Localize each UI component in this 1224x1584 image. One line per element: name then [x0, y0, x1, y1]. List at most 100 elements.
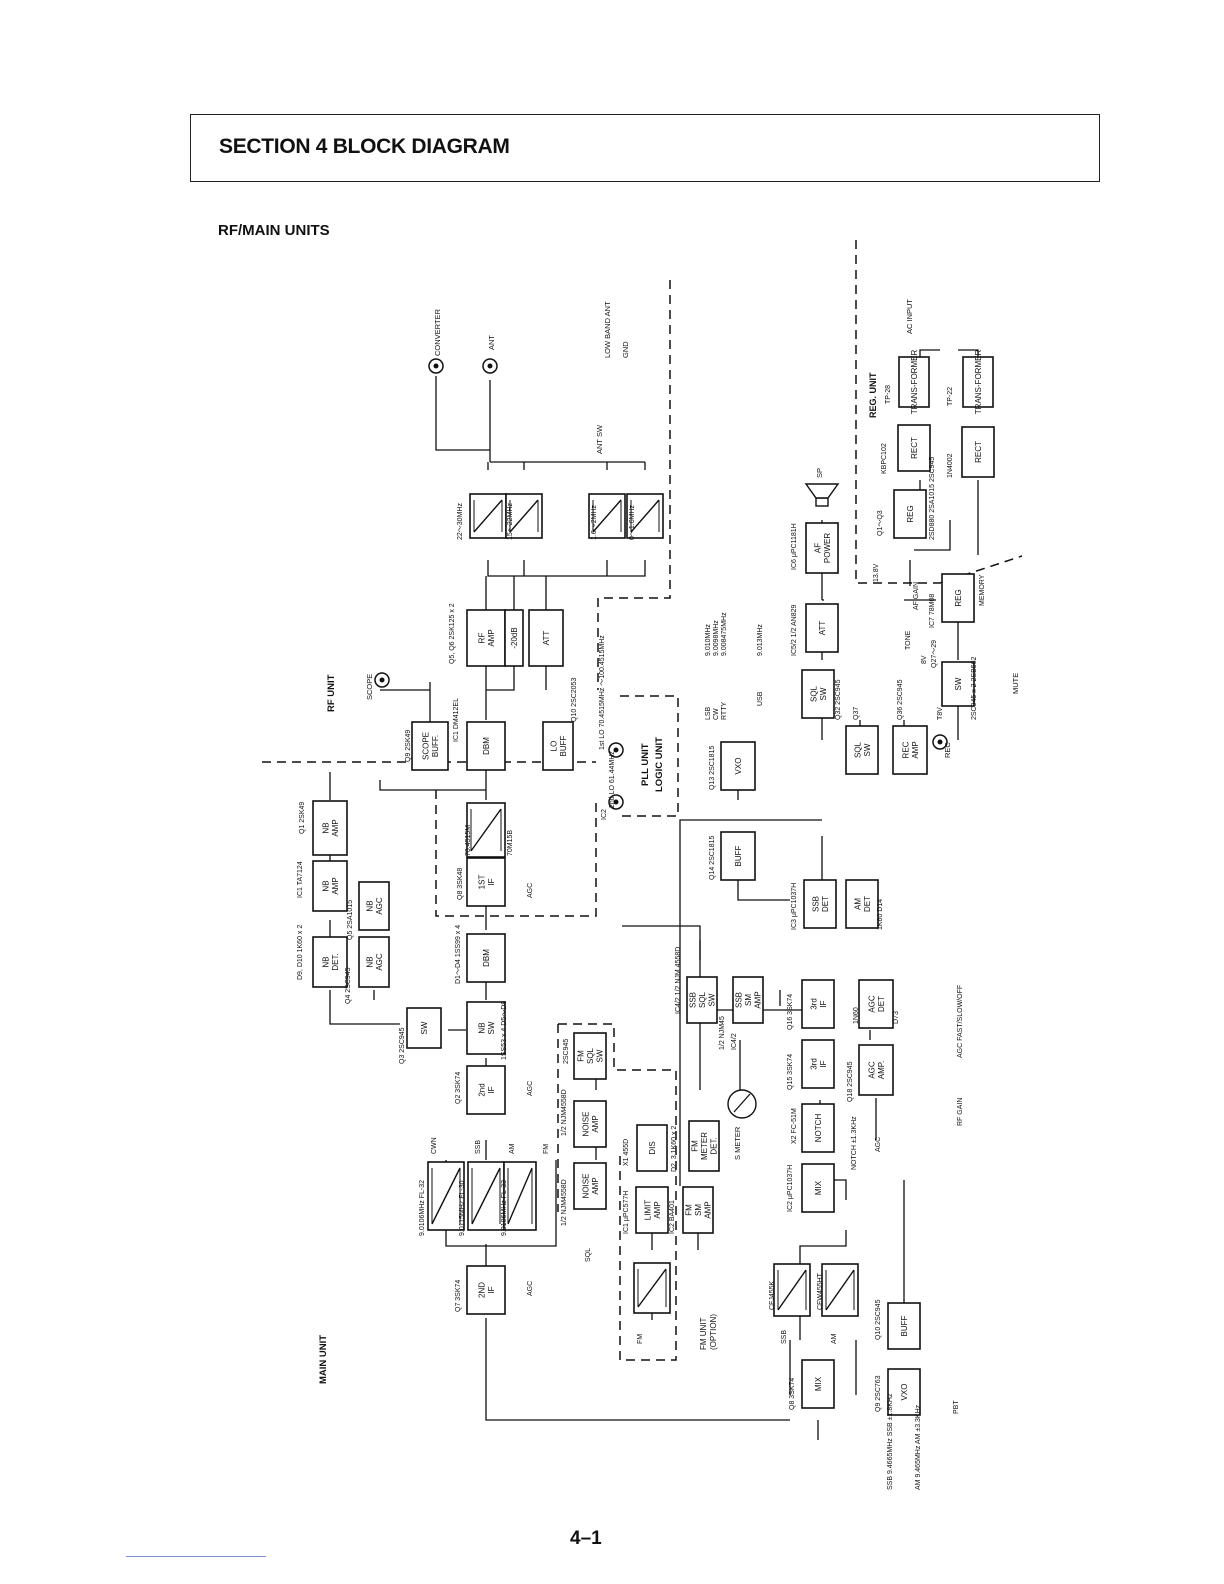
- wire: [914, 520, 951, 551]
- label-v138: 13.8V: [873, 563, 880, 582]
- block-text: RECT: [910, 437, 919, 459]
- label-f-lsb: 9.010MHz: [705, 624, 712, 656]
- label-usb: USB: [757, 691, 764, 706]
- boundary: [855, 240, 1023, 584]
- label-am-f: AM 9.465MHz AM ±3.3KHz: [915, 1404, 922, 1490]
- block-text: RF: [477, 633, 486, 644]
- block-text: NOISE: [581, 1174, 590, 1199]
- connector-jack: [482, 358, 498, 374]
- block-text: BUFF: [900, 1315, 909, 1336]
- block-text: REG: [906, 505, 915, 522]
- label-q10-buff: Q10 2SC945: [875, 1299, 882, 1340]
- block-text: DET: [877, 996, 886, 1012]
- connector-jack: [608, 794, 624, 810]
- block-text: NB: [365, 956, 374, 967]
- label-q5-nb: Q5 2SA1015: [347, 900, 354, 940]
- block-sw: SW: [406, 1007, 442, 1049]
- block-text: SQL: [698, 991, 707, 1008]
- label-low-band-ant: LOW BAND ANT: [603, 301, 612, 358]
- label-v8: 8V: [921, 655, 928, 664]
- label-q8-mix: Q8 3SK74: [789, 1378, 796, 1410]
- label-q10-lo: Q10 2SC2053: [571, 678, 578, 722]
- label-ic4-2b: IC4/2: [731, 1033, 738, 1050]
- block-text: SW: [819, 687, 828, 700]
- label-main-unit: MAIN UNIT: [318, 1335, 329, 1384]
- label-d5d6: 1SS53 x 4 D5～D8: [501, 1001, 508, 1060]
- block-text: -20dB: [510, 627, 519, 648]
- label-fm-option: (OPTION): [709, 1314, 718, 1350]
- wire: [379, 780, 486, 791]
- block-text: SW: [596, 1049, 605, 1062]
- block-text: IF: [487, 1286, 496, 1293]
- block-text: VXO: [734, 758, 743, 775]
- label-f4: 0～1.6MHz: [629, 504, 636, 540]
- block-text: FM: [685, 1204, 694, 1216]
- label-logic-unit: LOGIC UNIT: [654, 737, 665, 792]
- label-cfw: CFW455HT: [817, 1272, 824, 1310]
- label-agc: AGC: [527, 1281, 534, 1296]
- label-q9-vxo: Q9 2SC763: [875, 1375, 882, 1412]
- block-text: IF: [487, 878, 496, 885]
- block-text: 2nd: [477, 1083, 486, 1096]
- block-text: LIMIT: [643, 1200, 652, 1221]
- block-text: SW: [863, 743, 872, 756]
- s-meter-icon: [727, 1089, 757, 1119]
- wire: [486, 666, 515, 691]
- block-att-20: -20dB: [504, 609, 524, 667]
- block-text: VXO: [900, 1384, 909, 1401]
- label-d14: 1K60 D14: [877, 899, 884, 930]
- label-q4: Q4 2SC945: [345, 967, 352, 1004]
- label-x1: X1 455D: [623, 1139, 630, 1166]
- block-text: BUFF.: [431, 735, 440, 757]
- block-text: SQL: [586, 1047, 595, 1064]
- label-s-meter: S METER: [733, 1126, 742, 1160]
- label-ic1-lim: IC1 μPC577H: [623, 1191, 630, 1234]
- block-text: SQL: [809, 685, 818, 702]
- block-text: TRANS-FORMER: [910, 350, 919, 415]
- wire: [679, 819, 822, 1186]
- label-ant-sw: ANT SW: [595, 424, 604, 454]
- block-rect1: RECT: [897, 424, 931, 472]
- block-text: DBM: [482, 949, 491, 967]
- block-fl33: [503, 1161, 537, 1231]
- label-njm-a: 1/2 NJM4558D: [561, 1179, 568, 1226]
- wire: [487, 560, 646, 577]
- footer-rule: [126, 1556, 266, 1557]
- label-notch-k: NOTCH ±1.3KHz: [851, 1116, 858, 1170]
- block-trans1: TRANS-FORMER: [898, 350, 930, 415]
- label-reg-tr: 2SD880 2SA1015 2SC945: [929, 457, 936, 540]
- label-rec: REC: [943, 742, 952, 758]
- block-text: SW: [708, 993, 717, 1006]
- block-reg1: REG: [893, 489, 927, 539]
- block-fl32: [427, 1161, 465, 1231]
- label-q15: Q15 3SK74: [787, 1054, 794, 1090]
- wire: [485, 1318, 790, 1421]
- label-fm: FM: [637, 1334, 644, 1344]
- label-ssb: SSB: [475, 1140, 482, 1154]
- section-header: SECTION 4 BLOCK DIAGRAM: [190, 114, 1100, 182]
- connector-jack: [932, 734, 948, 750]
- block-att2: ATT: [805, 603, 839, 653]
- label-ant: ANT: [487, 335, 496, 350]
- block-text: AGC: [867, 995, 876, 1013]
- block-buff2: BUFF: [887, 1302, 921, 1350]
- label-q8-if: Q8 3SK48: [457, 868, 464, 900]
- block-f1: [469, 493, 507, 539]
- label-am: AM: [509, 1143, 516, 1154]
- block-text: AMP: [591, 1115, 600, 1132]
- label-q32: Q32 2SC945: [835, 679, 842, 720]
- label-n4002: 1N4002: [947, 453, 954, 478]
